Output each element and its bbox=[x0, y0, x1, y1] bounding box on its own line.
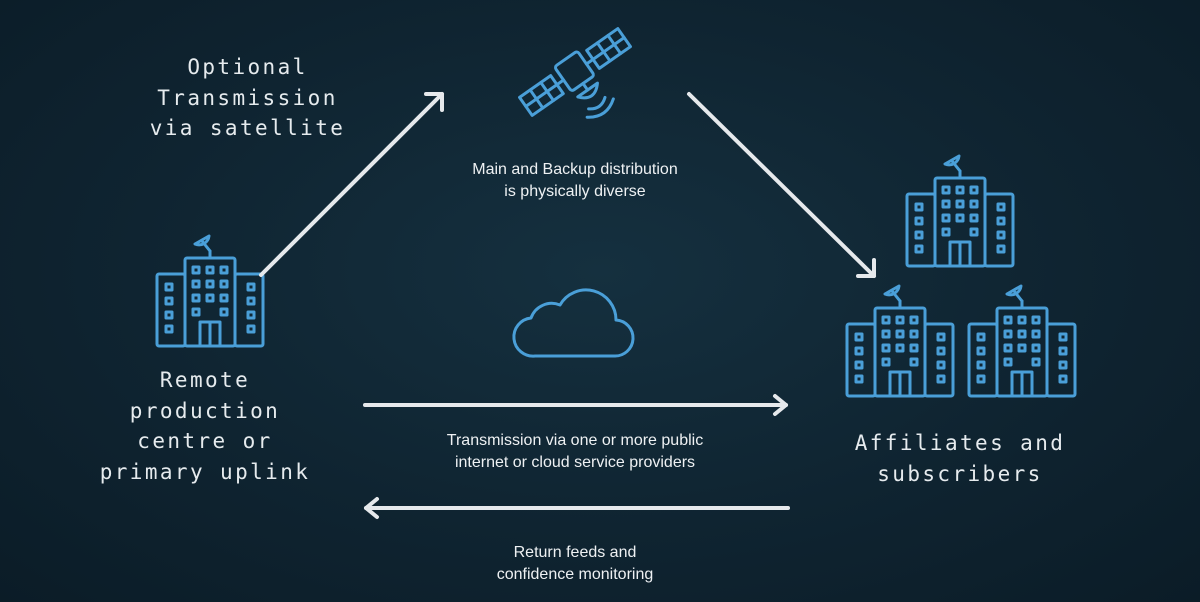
label-affiliates: Affiliates and subscribers bbox=[854, 431, 1066, 486]
building-affiliate-right-icon bbox=[967, 284, 1077, 398]
label-return-feeds: Return feeds and confidence monitoring bbox=[496, 544, 654, 583]
label-main-backup: Main and Backup distribution is physical… bbox=[472, 161, 678, 200]
arrow-downlink bbox=[687, 92, 876, 278]
label-remote-production: Remote production centre or primary upli… bbox=[99, 368, 311, 484]
arrow-uplink bbox=[259, 92, 444, 277]
building-affiliate-left-icon bbox=[845, 284, 955, 398]
label-internet-transmission: Transmission via one or more public inte… bbox=[446, 432, 704, 471]
arrow-internet-forward bbox=[363, 394, 788, 416]
arrow-return bbox=[364, 497, 790, 519]
building-remote-icon bbox=[155, 234, 265, 348]
cloud-icon bbox=[512, 288, 635, 358]
label-optional-satellite: Optional Transmission via satellite bbox=[149, 55, 346, 140]
building-affiliate-top-icon bbox=[905, 154, 1015, 268]
satellite-icon bbox=[518, 27, 632, 119]
